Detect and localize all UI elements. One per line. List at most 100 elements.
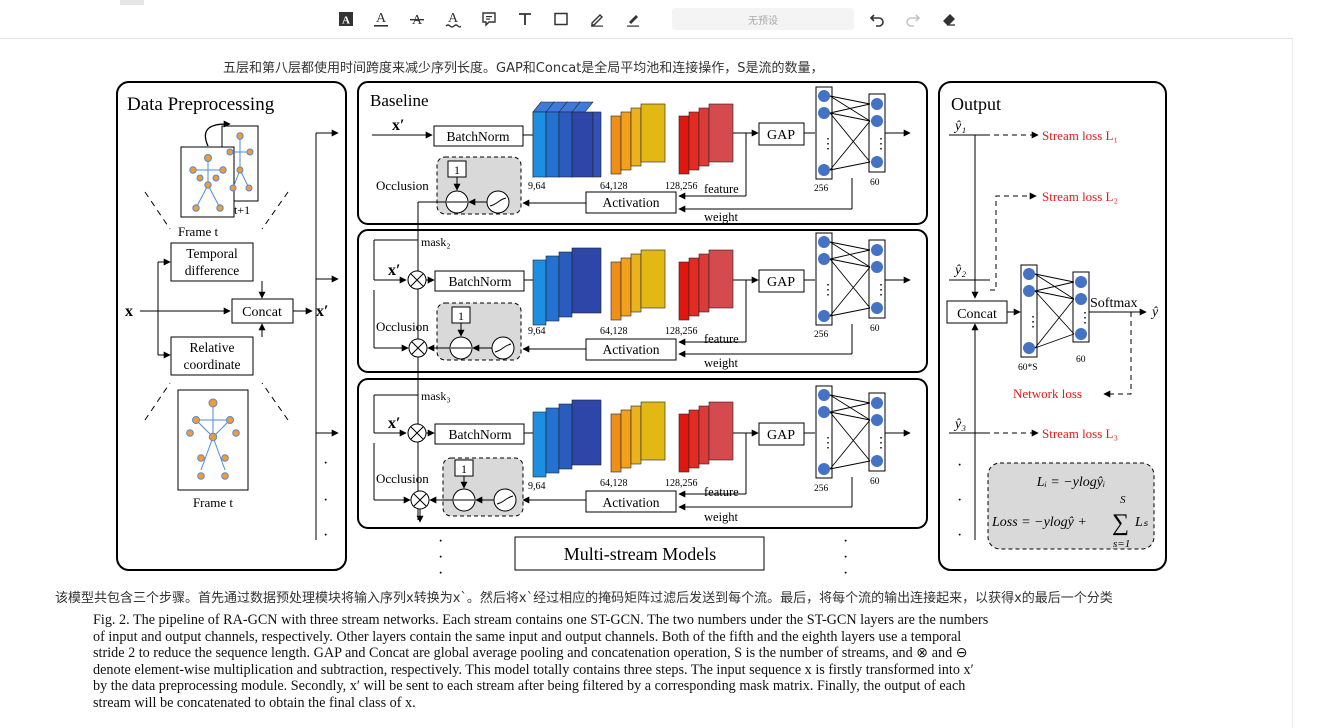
skeleton-relative bbox=[186, 398, 240, 480]
caption-line-2: of input and output channels, respective… bbox=[93, 628, 962, 645]
stream2-layers bbox=[532, 247, 734, 326]
formula-sum: ∑ bbox=[1112, 510, 1129, 536]
stream2-occlusion: Occlusion bbox=[376, 319, 429, 334]
stream1-weight: weight bbox=[704, 210, 739, 224]
svg-text:·: · bbox=[843, 549, 848, 566]
data-preprocessing-title: Data Preprocessing bbox=[127, 94, 275, 115]
comment-icon[interactable] bbox=[477, 7, 501, 31]
stream1-x-prime: x′ bbox=[392, 117, 405, 134]
formula-li: Lᵢ = −ylogŷᵢ bbox=[1036, 475, 1105, 490]
stream3-ch1: 9,64 bbox=[528, 481, 546, 492]
multi-stream-label: Multi-stream Models bbox=[564, 544, 716, 564]
svg-text:·: · bbox=[957, 527, 962, 544]
stream2-one: 1 bbox=[458, 309, 464, 323]
svg-text:·: · bbox=[438, 565, 443, 582]
caption-line-1: Fig. 2. The pipeline of RA-GCN with thre… bbox=[93, 612, 989, 628]
preset-label: 无预设 bbox=[748, 15, 778, 27]
data-preprocessing-panel: Data Preprocessing Frame t t+1 Temporal … bbox=[116, 81, 347, 571]
formula-ls: Lₛ bbox=[1134, 515, 1149, 530]
svg-text:⋮: ⋮ bbox=[821, 137, 835, 152]
stream2-ch2: 64,128 bbox=[600, 326, 628, 337]
stream2-weight: weight bbox=[704, 356, 739, 370]
svg-text:⋮: ⋮ bbox=[1026, 315, 1040, 330]
svg-text:·: · bbox=[438, 549, 443, 566]
preprocess-concat-label: Concat bbox=[242, 305, 282, 320]
output-60s: 60*S bbox=[1018, 363, 1038, 373]
svg-text:·: · bbox=[438, 533, 443, 550]
stream3-weight: weight bbox=[704, 510, 739, 524]
t-plus-1-label: t+1 bbox=[234, 203, 250, 217]
output-60: 60 bbox=[1076, 355, 1086, 365]
stream2-activation: Activation bbox=[603, 342, 660, 357]
relative-coordinate-line1: Relative bbox=[190, 340, 235, 355]
pen-icon[interactable] bbox=[585, 7, 609, 31]
temporal-difference-line1: Temporal bbox=[186, 246, 238, 261]
output-concat-label: Concat bbox=[957, 307, 997, 322]
formula-sum-top: S bbox=[1120, 494, 1126, 506]
softmax-label: Softmax bbox=[1090, 296, 1137, 311]
output-panel: Output ŷ₁ Stream loss L₁ Stream loss L₂ … bbox=[938, 81, 1167, 571]
x-prime-label: x′ bbox=[316, 303, 329, 320]
stream2-60: 60 bbox=[870, 324, 880, 334]
stream-panel-3: mask₃ x′ BatchNorm 9,64 64,128 128,256 bbox=[357, 378, 928, 529]
undo-icon[interactable] bbox=[865, 7, 889, 31]
relative-coordinate-line2: coordinate bbox=[184, 357, 241, 372]
y-hat-label: ŷ bbox=[1150, 305, 1159, 320]
squiggly-a-icon[interactable]: A bbox=[441, 7, 465, 31]
mask3-label: mask₃ bbox=[421, 389, 451, 403]
tab-stub bbox=[120, 0, 144, 5]
stream1-activation: Activation bbox=[603, 195, 660, 210]
stream-loss-2: Stream loss L₂ bbox=[1042, 189, 1118, 204]
output-title: Output bbox=[951, 94, 1001, 114]
annotation-toolbar: A A A A 无预设 bbox=[0, 0, 1319, 39]
translation-note-bottom: 该模型共包含三个步骤。首先通过数据预处理模块将输入序列x转换为x`。然后将x`经… bbox=[55, 591, 1113, 606]
frame-t-bottom-label: Frame t bbox=[193, 495, 233, 510]
stream3-x-prime: x′ bbox=[388, 415, 401, 432]
svg-text:⋮: ⋮ bbox=[1078, 311, 1092, 326]
marker-icon[interactable] bbox=[621, 7, 645, 31]
network-loss: Network loss bbox=[1013, 386, 1082, 401]
caption-line-6: stream will be concatenated to obtain th… bbox=[93, 694, 416, 711]
highlight-a-icon[interactable]: A bbox=[334, 7, 358, 31]
redo-icon[interactable] bbox=[901, 7, 925, 31]
svg-text:⋮: ⋮ bbox=[821, 436, 835, 451]
temporal-difference-line2: difference bbox=[185, 263, 239, 278]
ellipsis-dot-1: · bbox=[323, 455, 328, 472]
svg-text:A: A bbox=[412, 13, 423, 28]
stream3-gap: GAP bbox=[767, 428, 795, 443]
strikethrough-a-icon[interactable]: A bbox=[405, 7, 429, 31]
svg-text:·: · bbox=[957, 492, 962, 509]
y2-label: ŷ₂ bbox=[953, 263, 966, 278]
stream2-256: 256 bbox=[814, 330, 829, 340]
svg-text:A: A bbox=[342, 15, 350, 27]
mask2-label: mask₂ bbox=[421, 235, 451, 249]
stream1-256: 256 bbox=[814, 184, 829, 194]
underline-a-icon[interactable]: A bbox=[369, 7, 393, 31]
svg-text:A: A bbox=[376, 11, 387, 26]
stream2-x-prime: x′ bbox=[388, 262, 401, 279]
svg-text:·: · bbox=[843, 533, 848, 550]
stream3-256: 256 bbox=[814, 484, 829, 494]
figure-caption: Fig. 2. The pipeline of RA-GCN with thre… bbox=[93, 612, 1191, 712]
preset-select[interactable]: 无预设 bbox=[672, 8, 854, 30]
rectangle-icon[interactable] bbox=[549, 7, 573, 31]
y3-label: ŷ₃ bbox=[953, 417, 966, 432]
stream2-batchnorm: BatchNorm bbox=[449, 274, 512, 289]
stream-loss-3: Stream loss L₃ bbox=[1042, 426, 1118, 441]
svg-text:·: · bbox=[843, 565, 848, 582]
skeleton-frame-t bbox=[189, 154, 227, 212]
stream1-batchnorm: BatchNorm bbox=[447, 129, 510, 144]
skeleton-frame-t-next bbox=[226, 132, 254, 192]
stream3-occlusion: Occlusion bbox=[376, 471, 429, 486]
svg-text:·: · bbox=[957, 457, 962, 474]
stream2-ch1: 9,64 bbox=[528, 326, 546, 337]
stream3-activation: Activation bbox=[603, 495, 660, 510]
stream1-ch3: 128,256 bbox=[665, 181, 698, 192]
vertical-scrollbar[interactable] bbox=[1292, 38, 1319, 728]
eraser-icon[interactable] bbox=[937, 7, 961, 31]
translation-note-top: 五层和第八层都使用时间跨度来减少序列长度。GAP和Concat是全局平均池和连接… bbox=[223, 61, 824, 76]
caption-line-5: by the data preprocessing module. Second… bbox=[93, 678, 966, 695]
stream1-60: 60 bbox=[870, 178, 880, 188]
text-icon[interactable] bbox=[513, 7, 537, 31]
stream2-feature: feature bbox=[704, 332, 739, 346]
